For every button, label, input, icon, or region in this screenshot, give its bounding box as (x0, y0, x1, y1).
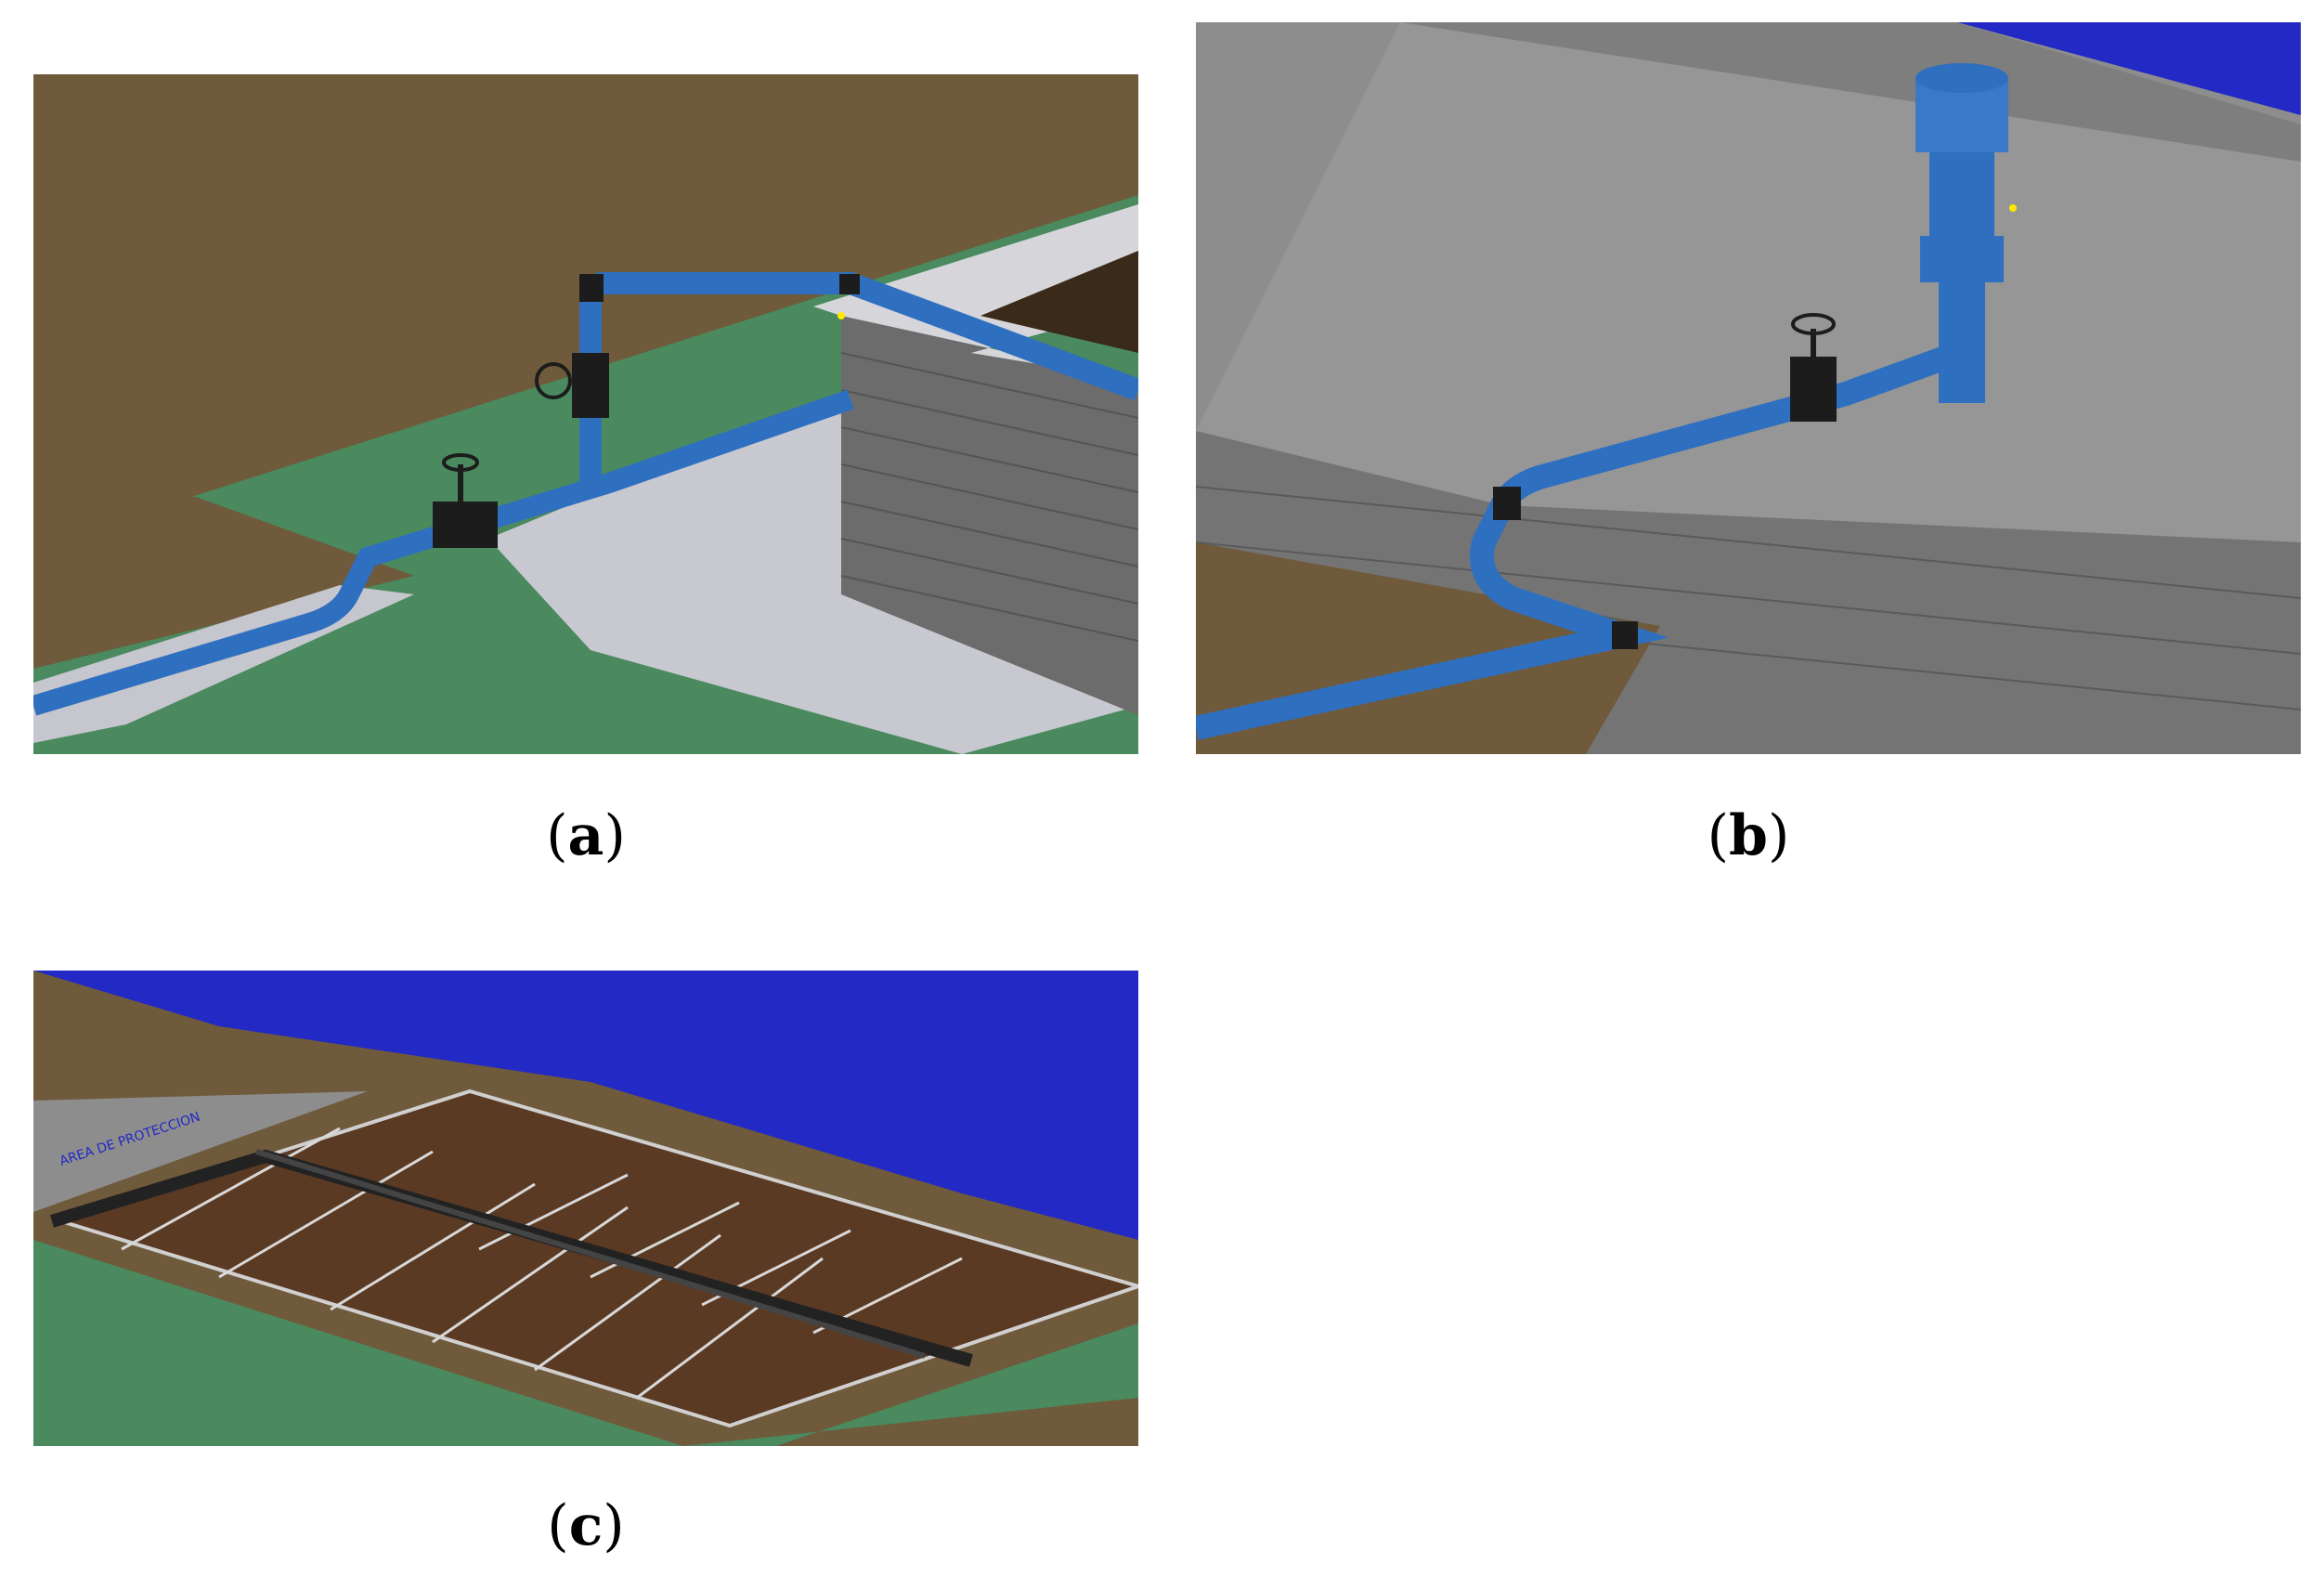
tank-rim (813, 204, 1138, 381)
elbow-fitting-2 (839, 274, 860, 294)
elbow-fitting (579, 274, 604, 302)
panel-a-image (33, 74, 1138, 754)
lower-pipe (33, 389, 854, 716)
gate-valve-1 (535, 353, 609, 418)
caption-b: (b) (1707, 803, 1790, 868)
vertical-pump (1915, 63, 2008, 403)
gate-valve (1790, 313, 1837, 422)
caption-a: (a) (546, 803, 626, 868)
tank-brick-lines (840, 352, 1138, 642)
grass (33, 1240, 1138, 1446)
panel-b-image (1196, 22, 2301, 754)
deck-surface (1196, 22, 2301, 626)
protection-area (33, 1091, 368, 1212)
elbow-fitting-2 (1493, 487, 1521, 520)
sky (1957, 22, 2301, 115)
discharge-pipe (1196, 345, 1953, 740)
tank-wall (841, 316, 1138, 715)
panel-c-image: AREA DE PROTECCION (33, 971, 1138, 1446)
elbow-fitting (1612, 621, 1638, 649)
caption-c: (c) (547, 1493, 625, 1558)
tank-interior (980, 251, 1138, 353)
marker-point (2009, 204, 2017, 212)
marker-point (837, 312, 845, 319)
gate-valve-2 (433, 453, 498, 548)
central-channel-pipe (255, 1149, 926, 1359)
